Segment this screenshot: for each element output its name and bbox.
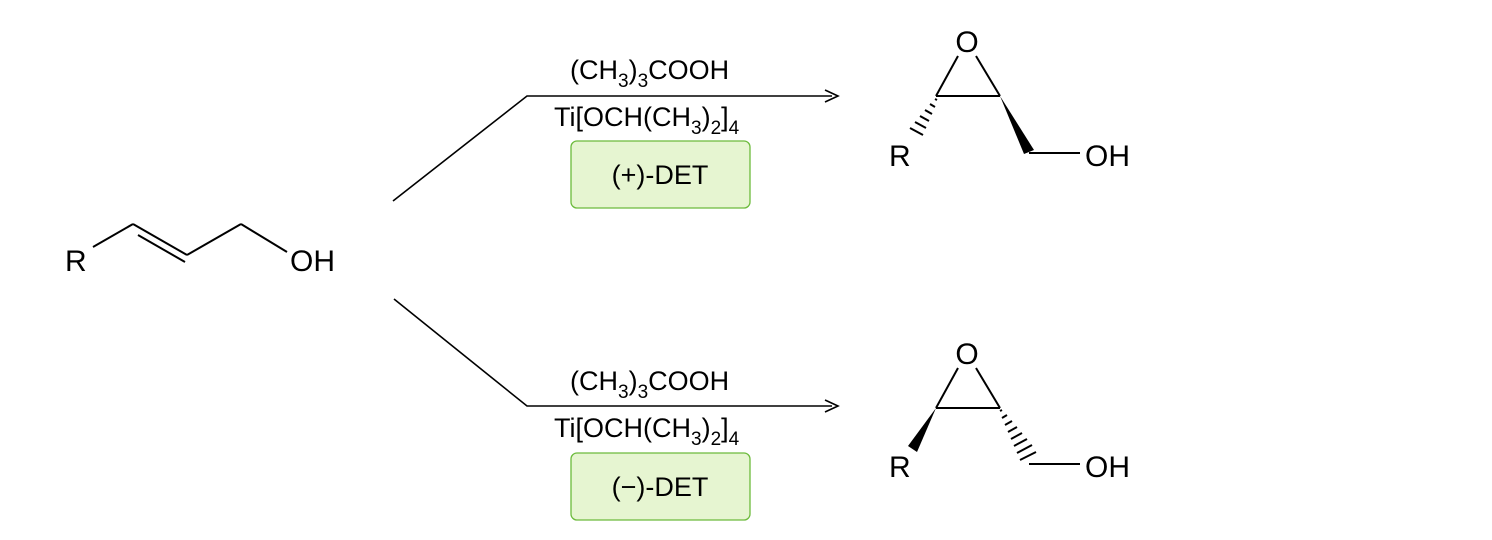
top-product-oh-label: OH	[1085, 140, 1130, 173]
top-reaction-arrow	[392, 89, 840, 202]
bottom-product-r-label: R	[889, 451, 911, 484]
bottom-reaction-arrow	[393, 298, 840, 413]
bottom-epoxide-bond-o-c2	[975, 367, 1001, 409]
top-catalyst-label: (+)-DET	[612, 160, 709, 190]
bottom-product-o-label: O	[955, 338, 978, 371]
bottom-oxidant-label: (CH3)3COOH	[570, 366, 729, 403]
top-product-r-label: R	[889, 140, 911, 173]
top-product-o-label: O	[955, 26, 978, 59]
bottom-bold-wedge-to-r	[908, 408, 936, 452]
bottom-product-oh-label: OH	[1085, 451, 1130, 484]
top-catalyst-box: (+)-DET	[570, 140, 751, 209]
reactant-bond-c2-c3	[186, 223, 242, 256]
reactant-allylic-alcohol: R OH	[65, 223, 335, 278]
bottom-arrow-shaft	[393, 298, 832, 407]
reactant-double-bond-outer	[132, 223, 188, 256]
top-oxidant-label: (CH3)3COOH	[570, 55, 729, 92]
bottom-epoxide-bond-o-c1	[935, 367, 959, 409]
reactant-r-label: R	[65, 245, 87, 278]
bottom-titanium-label: Ti[OCH(CH3)2]4	[554, 413, 740, 450]
top-arrow-head	[824, 89, 840, 103]
bottom-hashed-wedge-to-ch2	[999, 409, 1037, 461]
reactant-bond-c3-o	[240, 223, 288, 253]
top-hashed-wedge-to-r	[909, 98, 938, 136]
reactant-bond-r-c1	[92, 223, 134, 248]
top-titanium-label: Ti[OCH(CH3)2]4	[554, 102, 740, 139]
bottom-arrow-head	[824, 399, 840, 413]
top-catalyst-box-frame	[570, 140, 751, 209]
reactant-oh-label: OH	[290, 245, 335, 278]
top-epoxide-bond-o-c1	[935, 55, 959, 97]
reactant-double-bond-inner	[137, 234, 186, 263]
bottom-catalyst-box-frame	[570, 452, 751, 521]
bottom-catalyst-box: (−)-DET	[570, 452, 751, 521]
top-bold-wedge-to-ch2	[1000, 96, 1034, 154]
top-product-epoxide: O R OH	[889, 26, 1130, 173]
bottom-catalyst-label: (−)-DET	[612, 472, 709, 502]
top-arrow-shaft	[392, 95, 832, 202]
bottom-product-epoxide: O R OH	[889, 338, 1130, 484]
top-epoxide-bond-o-c2	[975, 55, 1001, 97]
